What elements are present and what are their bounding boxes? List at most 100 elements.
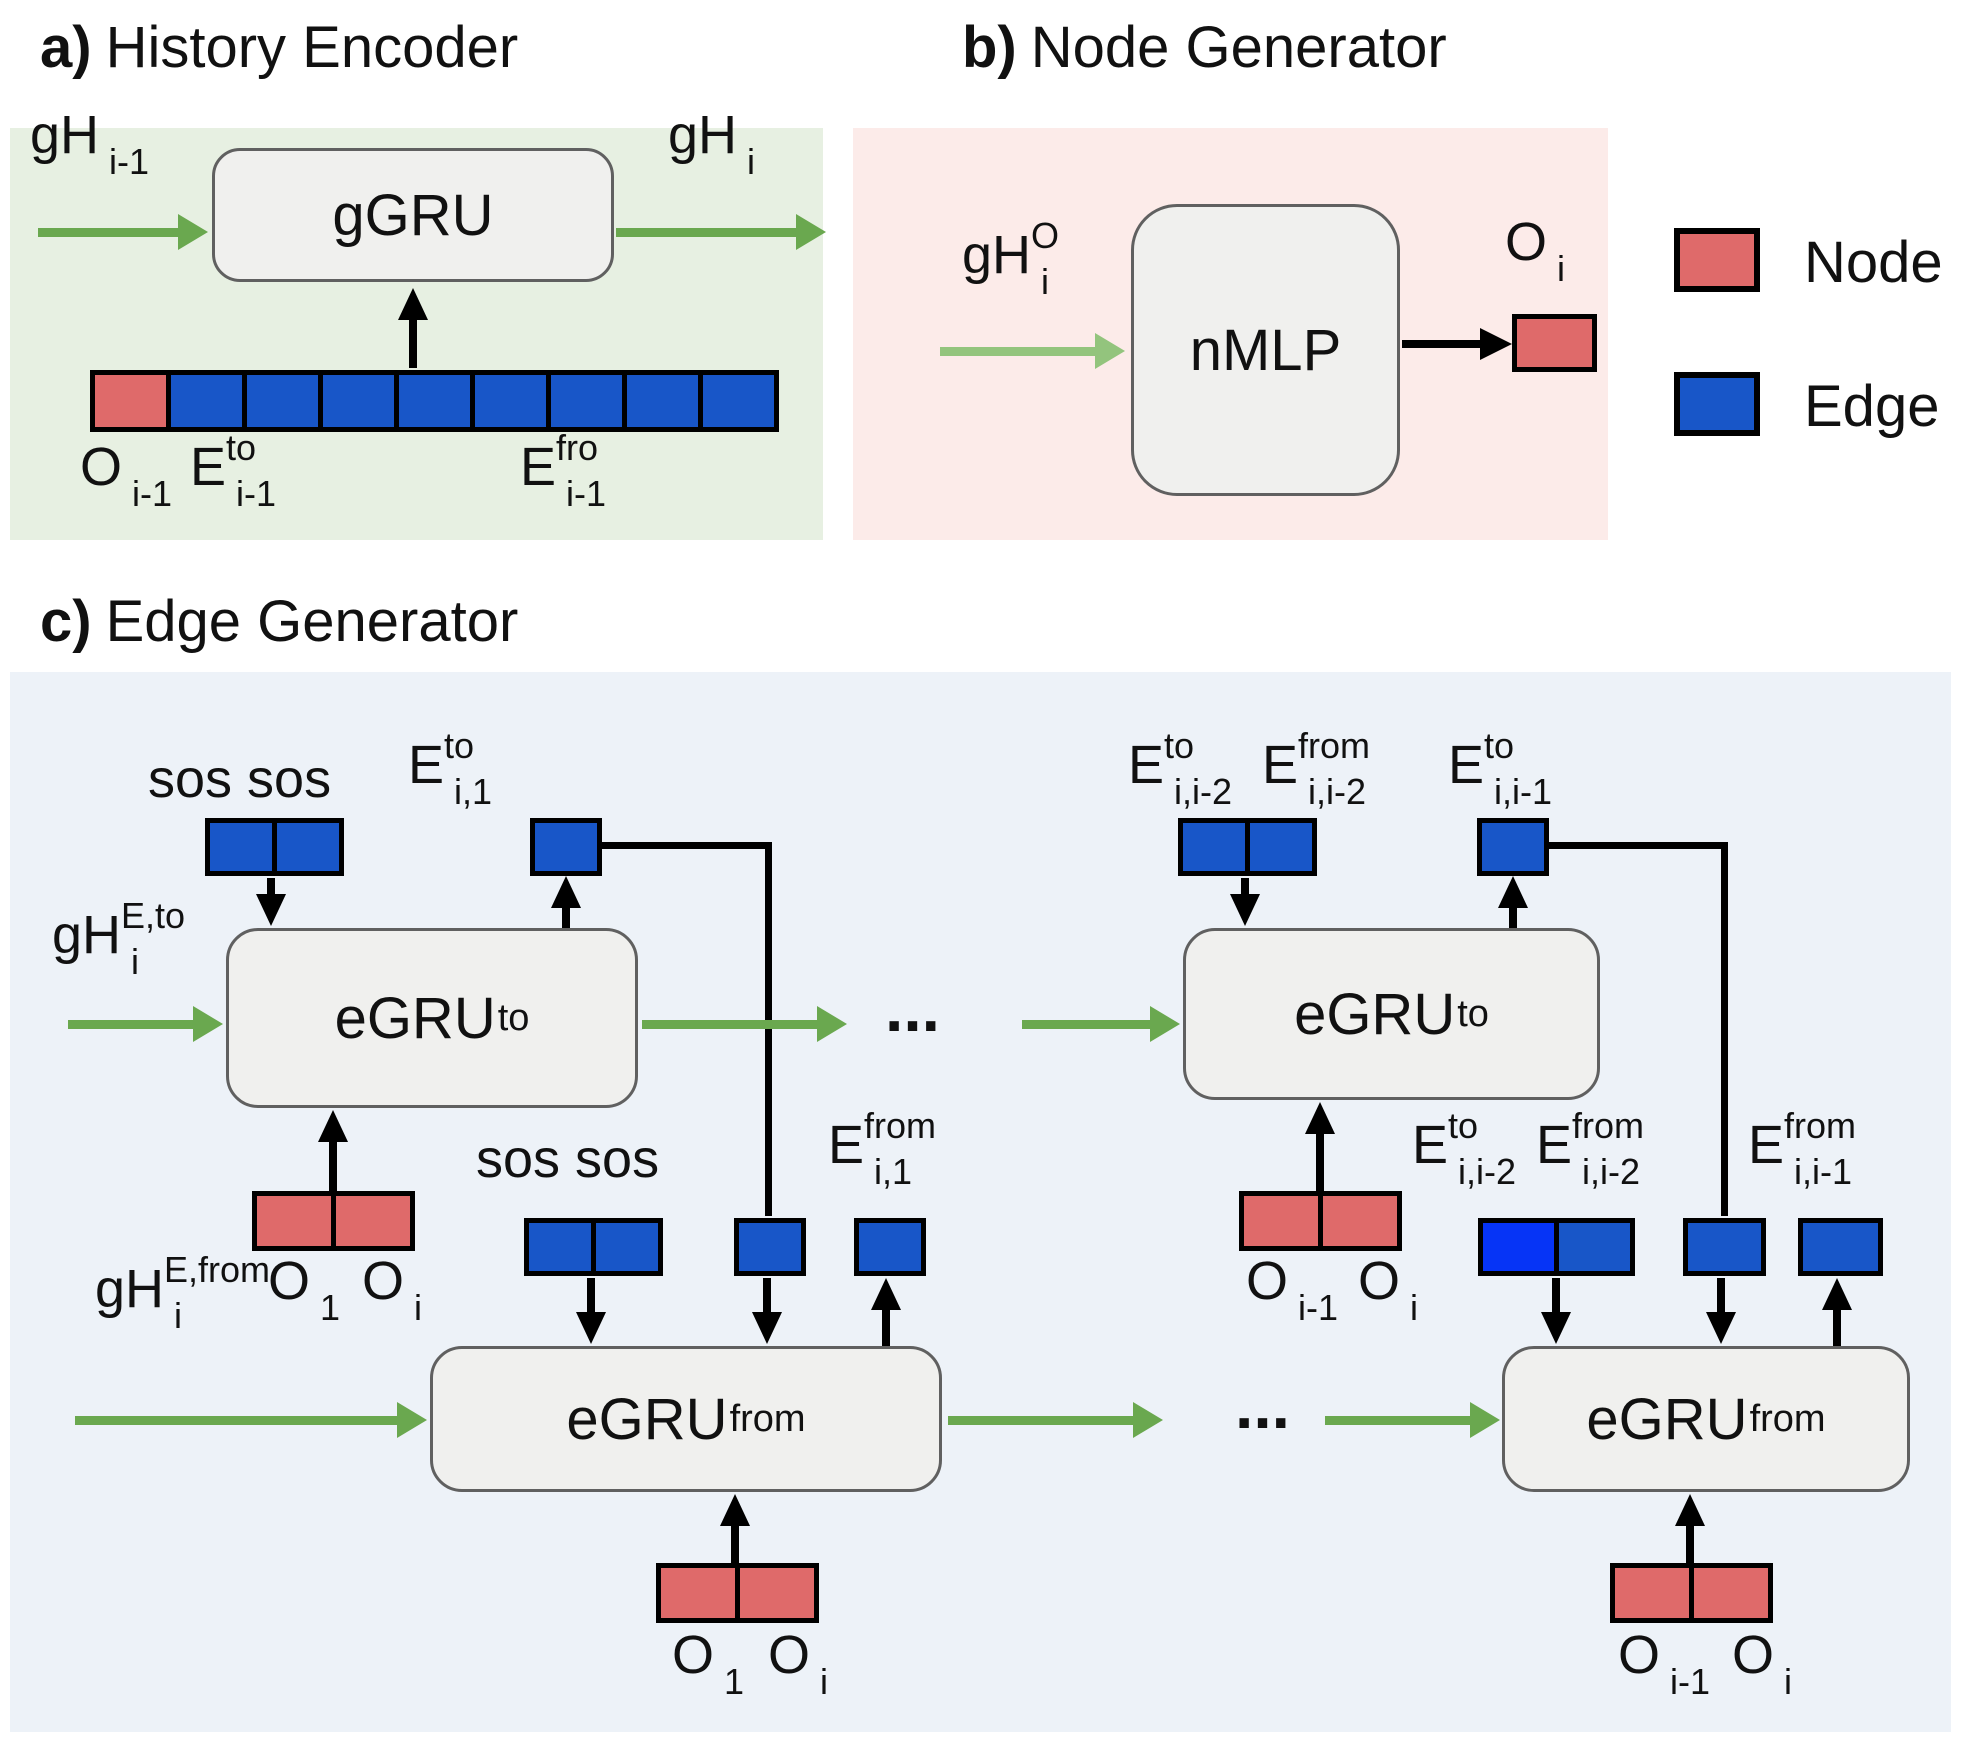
label-sos-sos-from: sos sos (476, 1129, 660, 1189)
arrow-egru2-to-out-shaft (1509, 902, 1517, 928)
arrow-egru-from-in-head (397, 1402, 427, 1438)
sos-cell (272, 818, 344, 876)
legend-node-swatch (1674, 228, 1760, 292)
edge-cell-e-to-i1 (530, 818, 602, 876)
edge-cell-e-from-ii1 (1798, 1218, 1883, 1276)
ggru-box: gGRU (212, 148, 614, 282)
egru-from-label: eGRU (566, 1386, 728, 1452)
dots-bottom: ... (1235, 1368, 1291, 1442)
edge-cell (1245, 818, 1317, 876)
egru-to-label: eGRU (334, 985, 496, 1051)
node-bar-from-right (1610, 1563, 1773, 1623)
node-cell (90, 370, 171, 432)
arrow-egru-from-next-head (1133, 1402, 1163, 1438)
arrow-eto-to-egrufrom-shaft (763, 1278, 771, 1316)
arrow-nmlp-out-head (1480, 328, 1512, 360)
sos-cell (524, 1218, 596, 1276)
arrow-gh-in-head (178, 214, 208, 250)
edge-cell (546, 370, 627, 432)
edge-cell-elbow-right-target (1683, 1218, 1766, 1276)
panel-a-title-prefix: a) (40, 15, 92, 80)
sos-cell (591, 1218, 663, 1276)
arrow-sos-to-egru-shaft (267, 878, 275, 898)
node-cell (1318, 1191, 1402, 1251)
nmlp-label: nMLP (1189, 317, 1342, 383)
edge-cell (318, 370, 399, 432)
node-bar-to-left (252, 1191, 415, 1251)
elbow-right-horizontal (1545, 842, 1728, 849)
history-vector-bar (90, 370, 779, 432)
panel-b-title: b)Node Generator (962, 14, 1447, 81)
panel-c-title: c)Edge Generator (40, 588, 518, 655)
arrow-edges-to-egru2-shaft (1241, 878, 1249, 898)
arrow-bar-to-ggru-head (398, 288, 428, 320)
arrow-egru-to-out-shaft (562, 902, 570, 928)
arrow-egru-from-in2-head (1470, 1402, 1500, 1438)
arrow-nodes-to-egru1-shaft (329, 1136, 337, 1191)
legend-node-label: Node (1804, 230, 1943, 295)
arrow-egrufrom-out-shaft (882, 1304, 890, 1346)
arrow-eto-to-egrufrom2-shaft (1717, 1278, 1725, 1316)
edge-cell (1178, 818, 1250, 876)
arrow-egru-to-in-head (193, 1006, 223, 1042)
arrow-edges-to-egrufrom2-shaft (1552, 1278, 1560, 1316)
node-bar-from-left (656, 1563, 819, 1623)
arrow-nodes-to-egrufrom1-shaft (731, 1520, 739, 1563)
sos-cell (205, 818, 277, 876)
edge-cell-e-to-ii1 (1477, 818, 1549, 876)
node-cell (1239, 1191, 1323, 1251)
elbow-right-vertical (1721, 842, 1728, 1216)
panel-c-title-text: Edge Generator (105, 589, 519, 654)
sos-bar-to (205, 818, 344, 876)
arrow-nmlp-out-shaft (1402, 340, 1480, 348)
arrow-gh-o-shaft (940, 347, 1095, 356)
node-bar-to-right (1239, 1191, 1402, 1251)
arrow-egru-to-in2-shaft (1022, 1020, 1150, 1029)
arrow-gh-o-head (1095, 333, 1125, 369)
node-cell (331, 1191, 415, 1251)
edge-bar-to-right (1178, 818, 1317, 876)
edge-cell (242, 370, 323, 432)
legend-edge-swatch (1674, 372, 1760, 436)
arrow-egru-from-in2-shaft (1325, 1416, 1470, 1425)
edge-cell-bright (1478, 1218, 1559, 1276)
elbow-left-horizontal (598, 842, 772, 849)
node-cell (1689, 1563, 1773, 1623)
egru-to-label: eGRU (1294, 981, 1456, 1047)
arrow-egru-to-next-shaft (642, 1020, 817, 1029)
arrow-sos-to-egrufrom-shaft (587, 1278, 595, 1316)
panel-c-title-prefix: c) (40, 589, 92, 654)
arrow-egru-to-in2-head (1150, 1006, 1180, 1042)
panel-a-title: a)History Encoder (40, 14, 518, 81)
edge-cell (1554, 1218, 1635, 1276)
node-cell (735, 1563, 819, 1623)
ggru-label: gGRU (332, 182, 494, 248)
arrow-eto-to-egrufrom2-head (1706, 1312, 1736, 1344)
elbow-left-vertical (765, 842, 772, 1216)
arrow-sos-to-egru-head (256, 894, 286, 926)
arrow-egru-from-in-shaft (75, 1416, 397, 1425)
arrow-egru-to-next-head (817, 1006, 847, 1042)
edge-bar-from-right (1478, 1218, 1635, 1276)
legend-edge-label: Edge (1804, 374, 1940, 439)
panel-b-title-prefix: b) (962, 15, 1017, 80)
node-output-cell (1512, 314, 1597, 372)
